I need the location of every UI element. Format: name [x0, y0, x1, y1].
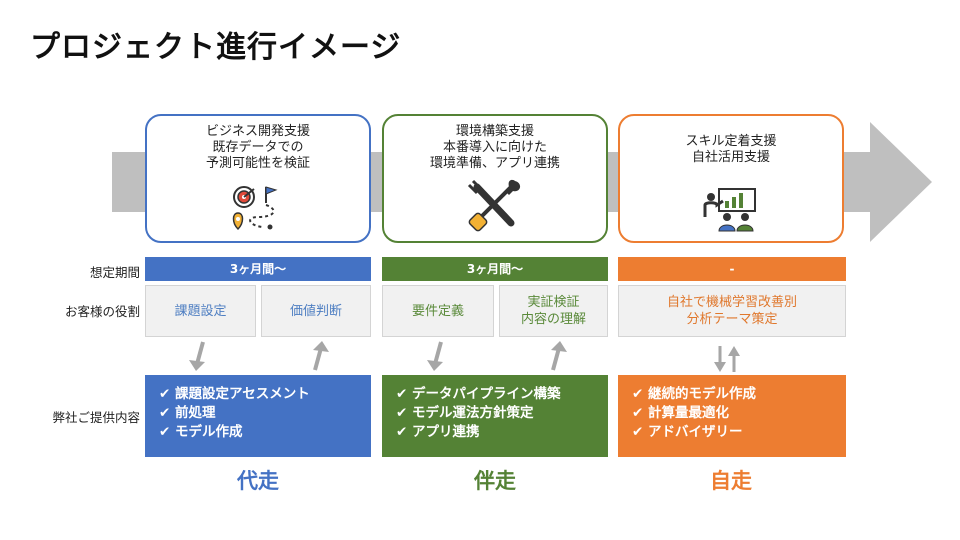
- period-bar-3: -: [618, 257, 846, 281]
- arrow-up-icon: [313, 341, 329, 371]
- service-2-item-2: ✔ モデル運法方針策定: [396, 405, 534, 421]
- service-3-item-2: ✔ 計算量最適化: [632, 405, 730, 421]
- row-label-service: 弊社ご提供内容: [52, 410, 140, 425]
- role-box-2a: 要件定義: [382, 285, 494, 337]
- phase-card-2: 環境構築支援 本番導入に向けた 環境準備、アプリ連携: [382, 114, 608, 243]
- service-box-2: ✔ データパイプライン構築 ✔ モデル運法方針策定 ✔ アプリ連携: [382, 375, 608, 457]
- progress-arrow-head: [870, 122, 932, 242]
- mode-label-1: 代走: [237, 469, 279, 493]
- role-1a-text: 課題設定: [174, 303, 227, 319]
- service-3-item-3: ✔ アドバイザリー: [632, 424, 743, 440]
- row-label-role: お客様の役割: [64, 304, 140, 319]
- phase-1-line-2: 既存データでの: [212, 140, 304, 155]
- mode-label-3: 自走: [710, 469, 752, 493]
- phase-2-line-1: 環境構築支援: [455, 124, 534, 139]
- arrow-down-icon: [189, 341, 205, 371]
- service-3-item-1: ✔ 継続的モデル作成: [632, 386, 757, 402]
- period-bar-1: 3ヶ月間〜: [145, 257, 371, 281]
- role-box-3: 自社で機械学習改善別 分析テーマ策定: [618, 285, 846, 337]
- tools-icon: [467, 179, 521, 232]
- row-label-period: 想定期間: [89, 265, 140, 280]
- phase-3-line-2: 自社活用支援: [691, 150, 770, 165]
- service-box-3: ✔ 継続的モデル作成 ✔ 計算量最適化 ✔ アドバイザリー: [618, 375, 846, 457]
- service-box-1: ✔ 課題設定アセスメント ✔ 前処理 ✔ モデル作成: [145, 375, 371, 457]
- role-box-2b: 実証検証 内容の理解: [499, 285, 608, 337]
- target-route-icon: [232, 186, 278, 231]
- role-2a-text: 要件定義: [411, 303, 464, 319]
- phase-1-line-1: ビジネス開発支援: [205, 124, 310, 139]
- service-1-item-2: ✔ 前処理: [159, 405, 216, 421]
- phase-2-line-2: 本番導入に向けた: [442, 140, 547, 155]
- period-bar-2: 3ヶ月間〜: [382, 257, 608, 281]
- phase-2-line-3: 環境準備、アプリ連携: [429, 156, 560, 171]
- service-2-item-1: ✔ データパイプライン構築: [396, 386, 561, 402]
- mode-label-2: 伴走: [474, 469, 516, 493]
- role-box-1a: 課題設定: [145, 285, 256, 337]
- role-2b-text: 実証検証 内容の理解: [520, 295, 586, 327]
- role-1b-text: 価値判断: [289, 303, 342, 319]
- phase-3-line-1: スキル定着支援: [685, 134, 777, 149]
- service-2-item-3: ✔ アプリ連携: [396, 424, 480, 440]
- phase-card-1: ビジネス開発支援 既存データでの 予測可能性を検証: [145, 114, 371, 243]
- role-3-text: 自社で機械学習改善別 分析テーマ策定: [666, 295, 797, 327]
- service-1-item-3: ✔ モデル作成: [159, 424, 243, 440]
- presentation-icon: [703, 188, 756, 232]
- arrow-up-icon: [551, 341, 567, 371]
- role-box-1b: 価値判断: [261, 285, 371, 337]
- bidirectional-arrow-icon: [714, 346, 740, 372]
- phase-card-3: スキル定着支援 自社活用支援: [618, 114, 844, 243]
- arrow-down-icon: [427, 341, 443, 371]
- service-1-item-1: ✔ 課題設定アセスメント: [159, 386, 310, 402]
- phase-1-line-3: 予測可能性を検証: [205, 156, 310, 171]
- page-title: プロジェクト進行イメージ: [30, 30, 402, 65]
